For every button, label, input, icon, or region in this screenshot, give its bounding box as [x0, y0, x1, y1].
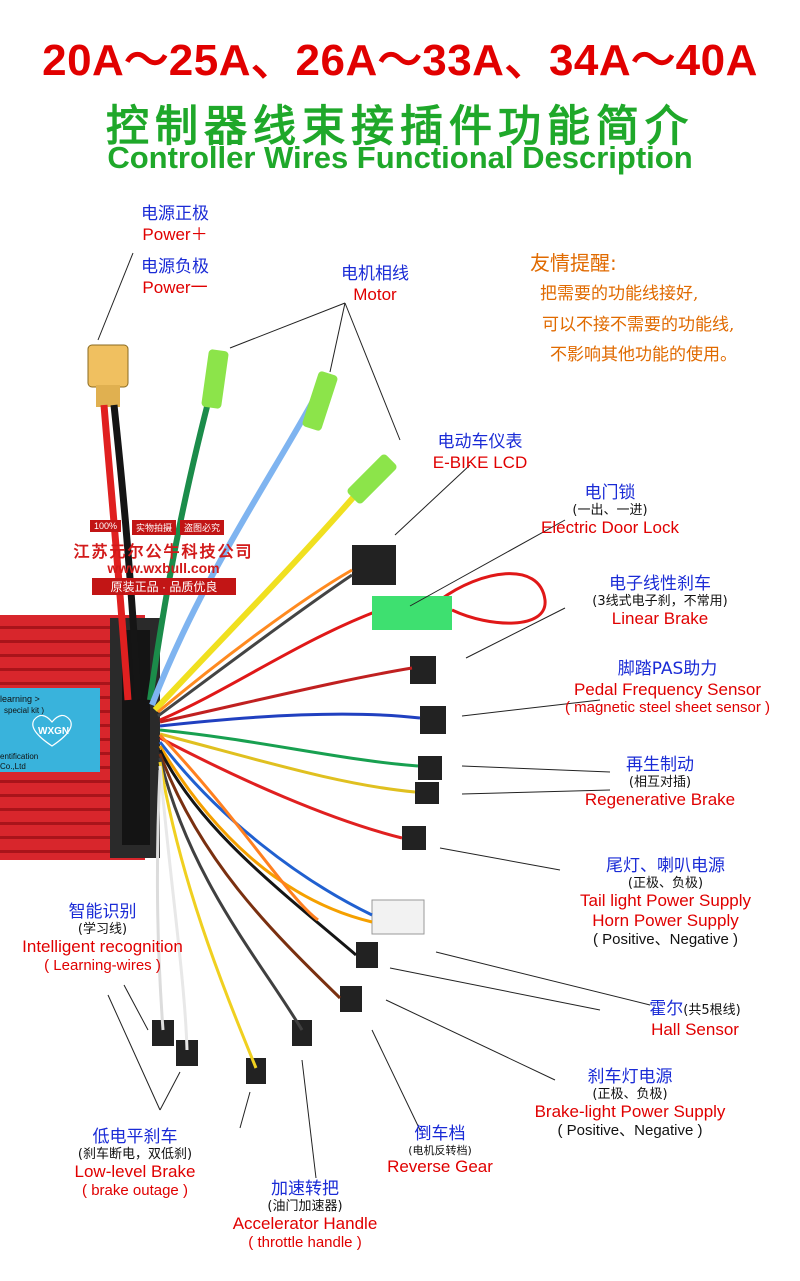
door-lock-connector	[372, 596, 452, 630]
label-low-level-brake: 低电平刹车 (刹车断电，双低刹) Low-level Brake ( brake…	[50, 1127, 220, 1200]
title-amp-ranges: 20A～25A、26A～33A、34A～40A	[42, 36, 758, 85]
motor-cn: 电机相线	[341, 264, 409, 284]
sticker-line2: special kit )	[4, 706, 45, 715]
label-regen-brake: 再生制动 (相互对插) Regenerative Brake	[560, 755, 760, 810]
watermark-tag2: 盗图必究	[180, 520, 225, 535]
title-english: Controller Wires Functional Description	[107, 140, 693, 175]
door-en: Electric Door Lock	[541, 518, 679, 538]
tip-heading: 友情提醒:	[530, 251, 617, 275]
controller-sticker	[0, 688, 100, 772]
lowbrake-cn: 低电平刹车	[92, 1127, 178, 1147]
label-tail-light: 尾灯、喇叭电源 (正极、负极) Tail light Power Supply …	[548, 856, 783, 948]
watermark-url: www.wxbull.com	[107, 560, 220, 576]
hall-connector	[371, 899, 425, 935]
brakelight-cn: 刹车灯电源	[587, 1067, 673, 1087]
label-accelerator: 加速转把 (油门加速器) Accelerator Handle ( thrott…	[210, 1179, 400, 1252]
sticker-line4: Co.,Ltd	[0, 762, 26, 771]
watermark-pct: 100%	[90, 520, 122, 532]
tail-sub: (正极、负极)	[627, 875, 704, 891]
accel-sub: (油门加速器)	[267, 1198, 343, 1214]
lcd-en: E-BIKE LCD	[432, 452, 528, 472]
linear-en: Linear Brake	[611, 609, 709, 629]
label-brake-light: 刹车灯电源 (正极、负极) Brake-light Power Supply (…	[505, 1067, 755, 1140]
power-neg-en: Power一	[142, 277, 208, 297]
sticker-line1: learning >	[0, 694, 40, 704]
label-pas: 脚踏PAS助力 Pedal Frequency Sensor ( magneti…	[540, 659, 795, 717]
regen-sub: (相互对插)	[628, 774, 692, 790]
brakelight-sub: (正极、负极)	[592, 1086, 668, 1102]
tip-line2: 可以不接不需要的功能线,	[542, 315, 735, 335]
label-intelligent-recognition: 智能识别 (学习线) Intelligent recognition ( Lea…	[0, 902, 205, 975]
label-motor: 电机相线 Motor	[320, 264, 430, 304]
tail-en2: Horn Power Supply	[592, 911, 739, 931]
watermark-company: 江苏元尔公牛科技公司	[73, 542, 254, 561]
label-power-negative: 电源负极 Power一	[125, 257, 225, 297]
label-door-lock: 电门锁 (一出、一进) Electric Door Lock	[520, 483, 700, 538]
title-chinese: 控制器线束接插件功能简介	[106, 102, 694, 152]
motor-en: Motor	[353, 284, 397, 304]
heart-logo-icon	[32, 714, 72, 747]
watermark-tag1: 实物拍摄	[132, 520, 177, 535]
lowbrake-sub: (刹车断电，双低刹)	[77, 1146, 193, 1162]
tail-en1: Tail light Power Supply	[579, 891, 752, 911]
label-power-positive: 电源正极 Power＋	[125, 204, 225, 244]
tail-en3: ( Positive、Negative )	[592, 930, 739, 948]
sticker-logo: WXGN	[38, 726, 70, 737]
pas-en: Pedal Frequency Sensor	[573, 679, 762, 699]
pas-en2: ( magnetic steel sheet sensor )	[564, 699, 771, 717]
accel-en2: ( throttle handle )	[248, 1234, 362, 1252]
hall-sub: (共5根线)	[683, 1003, 741, 1018]
smart-en: Intelligent recognition	[22, 937, 183, 957]
label-linear-brake: 电子线性刹车 (3线式电子刹，不常用) Linear Brake	[545, 574, 775, 629]
smart-en2: ( Learning-wires )	[44, 957, 161, 975]
watermark-slogan: 原装正品 · 品质优良	[92, 578, 236, 595]
power-pos-en: Power＋	[142, 224, 208, 244]
tip-line3: 不影响其他功能的使用。	[550, 345, 737, 365]
hall-en: Hall Sensor	[651, 1019, 739, 1039]
door-cn: 电门锁	[584, 483, 636, 503]
brakelight-en2: ( Positive、Negative )	[557, 1122, 703, 1140]
hall-cn: 霍尔	[649, 999, 684, 1019]
leader-lines	[97, 252, 651, 1179]
reverse-sub: (电机反转档)	[408, 1143, 472, 1157]
reverse-cn: 倒车档	[414, 1124, 466, 1144]
smart-sub: (学习线)	[77, 921, 128, 937]
linear-cn: 电子线性刹车	[609, 574, 711, 594]
linear-sub: (3线式电子刹，不常用)	[592, 593, 728, 609]
door-sub: (一出、一进)	[572, 502, 648, 518]
regen-en: Regenerative Brake	[584, 790, 736, 810]
tail-cn: 尾灯、喇叭电源	[606, 856, 725, 876]
lowbrake-en: Low-level Brake	[74, 1162, 196, 1182]
brakelight-en: Brake-light Power Supply	[534, 1102, 726, 1122]
label-hall: 霍尔(共5根线) Hall Sensor	[615, 999, 775, 1039]
smart-cn: 智能识别	[68, 902, 137, 922]
accel-cn: 加速转把	[271, 1179, 339, 1199]
label-reverse: 倒车档 (电机反转档) Reverse Gear	[380, 1124, 500, 1177]
reverse-en: Reverse Gear	[387, 1157, 493, 1177]
tip-line1: 把需要的功能线接好,	[540, 284, 699, 304]
accel-en: Accelerator Handle	[232, 1214, 378, 1234]
lowbrake-en2: ( brake outage )	[82, 1182, 188, 1200]
sticker-line3: entification	[0, 752, 39, 761]
pas-cn: 脚踏PAS助力	[617, 659, 718, 679]
small-connectors	[152, 656, 446, 1084]
power-neg-cn: 电源负极	[141, 257, 209, 277]
power-pos-cn: 电源正极	[141, 204, 209, 224]
watermark-stamp: 100% 实物拍摄 盗图必究 江苏元尔公牛科技公司 www.wxbull.com…	[56, 520, 271, 598]
lcd-cn: 电动车仪表	[437, 432, 523, 452]
label-lcd: 电动车仪表 E-BIKE LCD	[410, 432, 550, 472]
regen-cn: 再生制动	[626, 755, 694, 775]
lcd-connector	[352, 545, 396, 585]
